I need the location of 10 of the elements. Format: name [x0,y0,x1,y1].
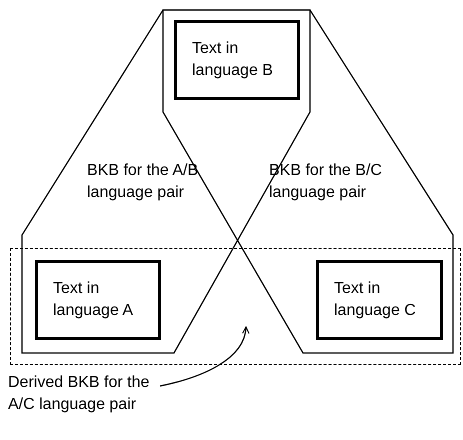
box-label: Text in language A [53,279,134,321]
text-box [174,20,300,100]
region-label: BKB for the A/B language pair [87,161,200,203]
box-label: Text in language C [334,279,417,321]
text-box [316,260,443,340]
derived-region [10,248,461,365]
text-box [35,260,161,340]
arrow [160,326,249,387]
box-label: Text in language B [192,39,274,81]
annotation-text: Derived BKB for the A/C language pair [8,373,150,415]
